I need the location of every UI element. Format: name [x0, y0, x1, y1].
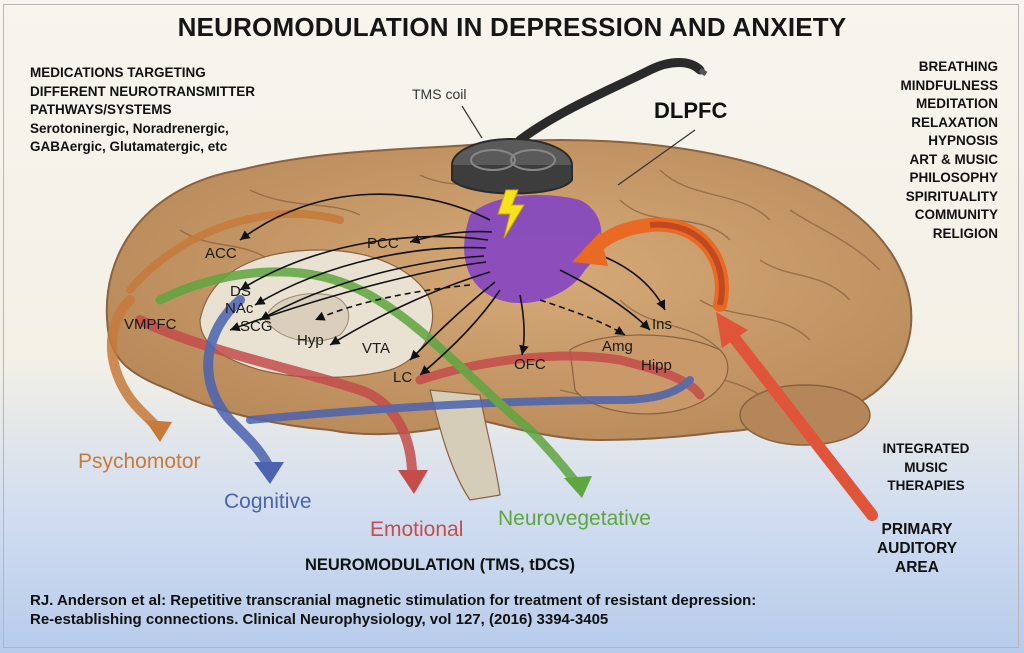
therapy-item: RELAXATION [911, 114, 998, 130]
brainstem [429, 389, 501, 501]
citation-line: Re-establishing connections. Clinical Ne… [30, 611, 609, 628]
therapy-item: COMMUNITY [914, 207, 998, 222]
citation-line: RJ. Anderson et al: Repetitive transcran… [30, 592, 757, 609]
medications-line: MEDICATIONS TARGETING [30, 65, 206, 80]
emotional-pathway [135, 315, 417, 475]
region-hipp-label: Hipp [641, 357, 672, 374]
therapy-item: SPIRITUALITY [905, 188, 998, 204]
cognitive-arrowhead [254, 462, 284, 484]
therapy-item: MINDFULNESS [900, 77, 999, 93]
psychomotor-arrowhead [145, 420, 172, 442]
therapies-list: BREATHING MINDFULNESS MEDITATION RELAXAT… [901, 58, 999, 243]
region-acc-label: ACC [205, 245, 237, 262]
medications-line: Serotoninergic, Noradrenergic, [30, 120, 229, 136]
neuromodulation-label: NEUROMODULATION (TMS, tDCS) [304, 556, 576, 574]
primary-auditory-arrow [726, 329, 878, 521]
emotional-label: Emotional [370, 518, 464, 541]
cognitive-pathway [203, 295, 273, 470]
emotional-arrowhead [398, 470, 428, 494]
integrated-music-label: INTEGRATED MUSIC THERAPIES [862, 440, 990, 496]
psychomotor-label: Psychomotor [78, 450, 201, 473]
region-hyp-label: Hyp [297, 332, 324, 349]
auditory-curved-arrowhead [572, 232, 608, 266]
tms-coil-label: TMS coil [412, 86, 467, 102]
region-ds-label: DS [230, 283, 251, 300]
region-pcc-label: PCC [367, 235, 399, 252]
medications-block: MEDICATIONS TARGETING DIFFERENT NEUROTRA… [30, 64, 255, 157]
connection-lines [229, 193, 666, 376]
dlpfc-label: DLPFC [654, 98, 728, 123]
therapy-item: BREATHING [918, 59, 998, 74]
dlpfc-region [464, 195, 602, 304]
integrated-line: THERAPIES [887, 478, 965, 493]
region-amg-label: Amg [602, 338, 633, 355]
citation: RJ. Anderson et al: Repetitive transcran… [30, 591, 756, 629]
medications-line: DIFFERENT NEUROTRANSMITTER [30, 83, 255, 99]
stimulation-bolt [497, 189, 525, 239]
region-nac-label: NAc [225, 300, 254, 317]
region-vmpfc-label: VMPFC [124, 316, 177, 333]
region-lc-label: LC [393, 369, 413, 386]
neurovegetative-pathway [155, 267, 583, 490]
page-title: NEUROMODULATION IN DEPRESSION AND ANXIET… [177, 12, 847, 42]
integrated-line: INTEGRATED [882, 441, 970, 456]
cognitive-label: Cognitive [224, 490, 312, 513]
therapy-item: ART & MUSIC [909, 151, 999, 167]
region-ofc-label: OFC [514, 356, 546, 373]
integrated-line: MUSIC [904, 459, 948, 475]
neurovegetative-arrowhead [564, 476, 592, 498]
therapy-item: RELIGION [932, 225, 998, 241]
primary-line: PRIMARY [881, 521, 953, 538]
primary-line: AREA [895, 559, 939, 576]
therapy-item: HYPNOSIS [928, 133, 998, 148]
pathway-arrows [106, 209, 705, 490]
therapy-item: PHILOSOPHY [909, 170, 998, 185]
tms-coil-cable [515, 58, 705, 145]
neurovegetative-label: Neurovegetative [498, 507, 651, 530]
image-frame [3, 4, 1019, 648]
region-ins-label: Ins [652, 316, 673, 333]
region-vta-label: VTA [362, 340, 391, 357]
medications-line: PATHWAYS/SYSTEMS [30, 102, 172, 117]
cerebellum [739, 384, 871, 446]
region-scg-label: SCG [240, 318, 273, 335]
primary-auditory-label: PRIMARY AUDITORY AREA [852, 520, 982, 577]
therapy-item: MEDITATION [916, 96, 998, 111]
primary-line: AUDITORY [876, 540, 958, 557]
medications-line: GABAergic, Glutamatergic, etc [30, 139, 228, 154]
